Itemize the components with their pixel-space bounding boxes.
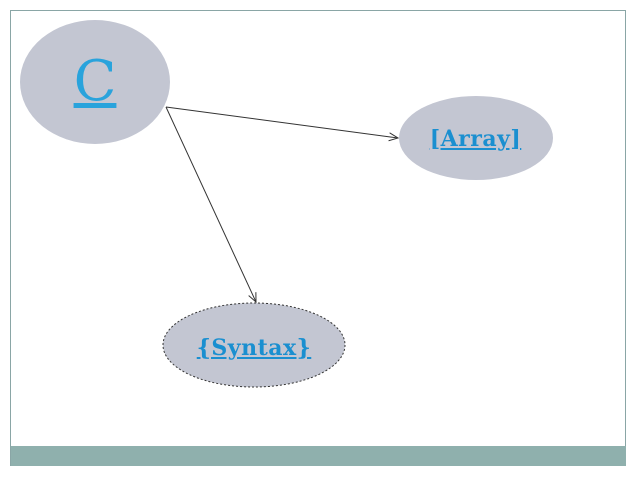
node-array-shape	[399, 96, 553, 180]
node-array-link[interactable]: [Array]	[429, 126, 522, 152]
node-syntax-link[interactable]: {Syntax}	[196, 335, 312, 361]
edge-c-to-array	[165, 106, 398, 138]
node-c-label[interactable]: C	[73, 49, 117, 114]
node-syntax-shape	[162, 302, 346, 388]
node-c-shape	[20, 20, 170, 144]
edge-c-to-syntax	[165, 106, 256, 302]
footer-bar	[11, 446, 626, 466]
